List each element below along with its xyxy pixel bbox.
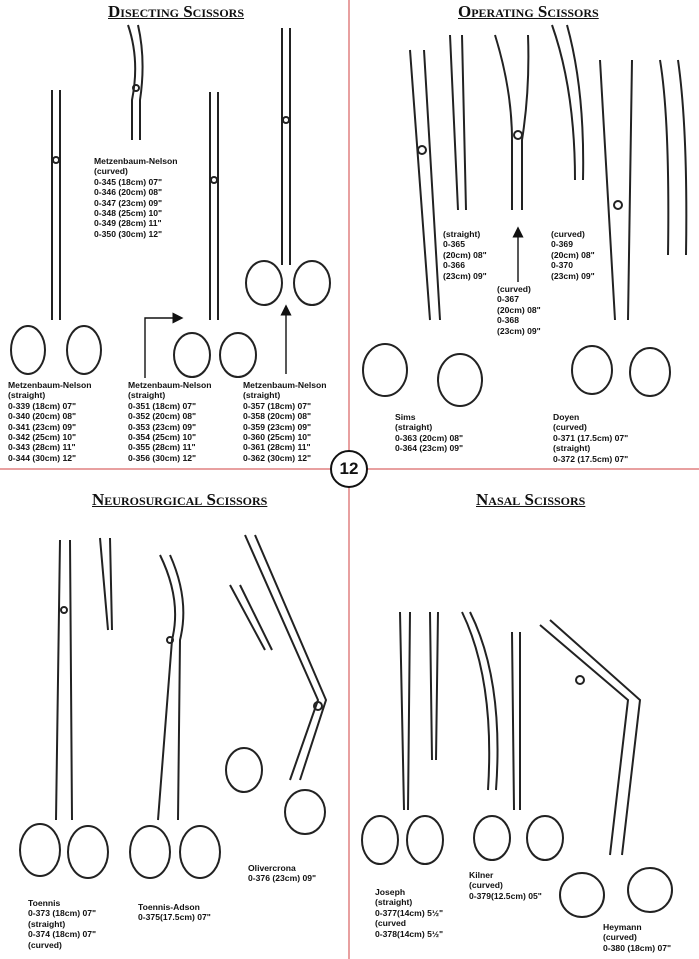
scissors-sims [362,49,483,407]
scissors-toennis [19,539,109,879]
scissors-doyen-detail [659,59,688,256]
scissors-mn-straight-b [173,92,257,378]
scissors-toennis-adson [129,554,221,879]
label-olivercrona: Olivercrona 0-376 (23cm) 09" [248,863,317,884]
label-heymann: Heymann (curved) 0-380 (18cm) 07" [603,922,672,953]
scissors-mn-straight-a [10,90,102,375]
label-mn-straight-b: Metzenbaum-Nelson (straight) 0-351 (18cm… [128,380,212,463]
scissors-toennis-detail [99,537,113,631]
scissors-op-curved-right-detail [551,24,585,181]
label-op-curved-mid: (curved) 0-367 (20cm) 08" 0-368 (23cm) 0… [497,284,541,336]
label-sims: Sims (straight) 0-363 (20cm) 08" 0-364 (… [395,412,464,454]
label-kilner: Kilner (curved) 0-379(12.5cm) 05" [469,870,542,901]
section-title-nasal: Nasal Scissors [476,490,586,509]
scissors-mn-curved-detail [127,24,144,140]
label-mn-straight-c: Metzenbaum-Nelson (straight) 0-357 (18cm… [243,380,327,463]
label-toennis: Toennis 0-373 (18cm) 07" (straight) 0-37… [28,898,97,950]
scissors-op-straight-detail [449,34,467,211]
label-doyen: Doyen (curved) 0-371 (17.5cm) 07" (strai… [553,412,629,464]
label-op-curved-right: (curved) 0-369 (20cm) 08" 0-370 (23cm) 0… [551,229,595,281]
scissors-kilner [461,611,564,861]
label-mn-curved: Metzenbaum-Nelson (curved) 0-345 (18cm) … [94,156,178,239]
label-toennis-adson: Toennis-Adson 0-375(17.5cm) 07" [138,902,211,923]
scissors-heymann [539,619,673,918]
scissors-op-curved-mid-detail [494,34,530,210]
section-title-operating: Operating Scissors [458,2,599,21]
section-title-neurosurgical: Neurosurgical Scissors [92,490,268,509]
label-mn-straight-a: Metzenbaum-Nelson (straight) 0-339 (18cm… [8,380,92,463]
label-op-straight: (straight) 0-365 (20cm) 08" 0-366 (23cm)… [443,229,487,281]
scissors-doyen [571,59,671,397]
scissors-joseph [361,611,444,865]
page-number: 12 [330,450,368,488]
scissors-mn-straight-c [245,28,331,306]
label-joseph: Joseph (straight) 0-377(14cm) 5½" (curve… [375,887,444,939]
scissors-olivercrona [225,534,328,835]
section-title-dissecting: Disecting Scissors [108,2,245,21]
